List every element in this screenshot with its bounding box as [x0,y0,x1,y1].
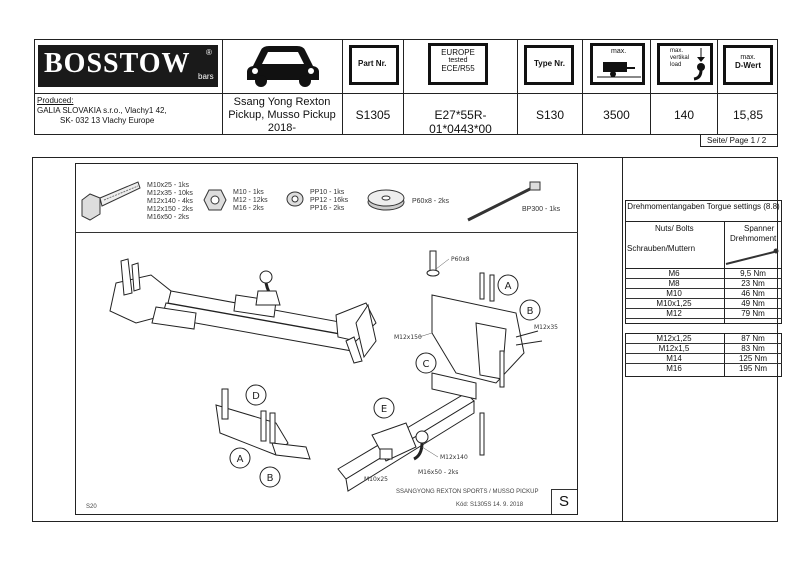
drawing-letter-box: S [551,489,577,514]
logo-text: BOSSTOW [44,48,191,79]
produced-label: Produced: [37,96,74,105]
drawing-footer-title: SSANGYONG REXTON SPORTS / MUSSO PICKUP [396,489,539,495]
bolts-list: M10x25 - 1ks M12x35 - 10ks M12x140 - 4ks… [147,182,193,221]
registered-mark: ® [206,48,212,57]
cable-tie-label: BP300 - 1ks [522,206,561,213]
europe-approval-badge: EUROPE tested ECE/R55 [428,43,488,85]
label-b-top: B [527,306,534,317]
max-load-box: max. [590,43,645,85]
torque-table-b [625,333,782,377]
part-nr-value: S1305 [355,108,391,122]
producer-line2: SK- 032 13 Vlachy Europe [60,116,155,125]
label-d: D [252,391,260,402]
towball-down-arrow-icon [693,48,705,81]
max-load-value: 3500 [603,108,630,122]
vehicle-name: Ssang Yong Rexton Pickup, Musso Pickup 2… [228,96,336,134]
callout-m12x150: M12x150 [394,334,422,341]
type-nr-value: S130 [535,108,565,122]
logo-sub: bars [198,72,214,81]
europe-line3: ECE/R55 [441,64,475,73]
washers-list: PP10 - 1ks PP12 - 16ks PP16 - 2ks [310,189,349,212]
vertical-load-label: max. vertikal load [670,48,690,68]
drawing-letter: S [559,493,570,510]
page-label: Seite/ Page 1 / 2 [707,136,767,145]
label-a-top: A [505,281,512,292]
vertical-load-value: 140 [673,108,695,122]
torque-title: Drehmomentangaben Torgue settings (8.8) [627,202,780,211]
car-icon [247,46,319,87]
callout-m12x140: M12x140 [440,454,468,461]
plate-washer-icon [367,189,405,211]
torque-col-right1: Spanner [744,224,775,233]
drawing-footer-code: Kód: S1305S 14. 9. 2018 [456,502,524,508]
type-nr-label-box: Type Nr. [524,45,574,85]
bolt-icon [81,181,141,221]
callout-m12x35: M12x35 [534,324,558,331]
callout-m10x25: M10x25 [364,476,388,483]
europe-line1: EUROPE [441,48,475,57]
washer-icon [286,191,304,207]
drawing-frame [75,163,578,515]
callout-p60x8: P60x8 [451,256,470,263]
torque-col-right2: Drehmoment [730,234,777,243]
torque-wrench-icon [725,248,779,265]
torque-table [625,200,782,324]
max-load-label: max. [611,48,627,55]
torque-col-left2: Schrauben/Muttern [627,244,696,253]
main-frame [32,157,778,522]
approval-number: E27*55R-01*0443*00 [429,108,492,136]
label-a-bottom: A [237,454,244,465]
plate-label: P60x8 - 2ks [412,198,449,205]
part-nr-label-box: Part Nr. [349,45,399,85]
label-c: C [423,359,430,370]
cable-tie-icon [467,181,541,222]
logo: BOSSTOW bars ® [38,45,218,87]
type-nr-label: Type Nr. [534,59,565,68]
drawing-footer-left: S20 [86,504,97,510]
header-row-divider [34,93,778,94]
part-nr-label: Part Nr. [358,59,387,68]
page-label-box: Seite/ Page 1 / 2 [700,135,778,147]
header-table [34,39,778,135]
d-value-label2: D-Wert [734,61,762,70]
d-value-box: max. D-Wert [723,45,773,85]
label-b-bottom: B [267,473,274,484]
torque-col-left1: Nuts/ Bolts [655,224,694,233]
producer-line1: GALIA SLOVAKIA s.r.o., Vlachy1 42, [37,106,167,115]
label-e: E [381,404,387,415]
d-value-label1: max. [740,54,756,61]
trailer-icon [597,62,641,78]
nut-icon [203,189,227,211]
d-value: 15,85 [732,108,764,122]
vertical-load-box: max. vertikal load [657,43,713,85]
nuts-list: M10 - 1ks M12 - 12ks M16 - 2ks [233,189,268,212]
assembly-drawing: A B C D E A B P60x8 M12x150 M12x35 M12x1… [109,250,558,492]
europe-line2: tested [448,57,468,64]
callout-m16x50: M16x50 - 2ks [418,469,458,476]
